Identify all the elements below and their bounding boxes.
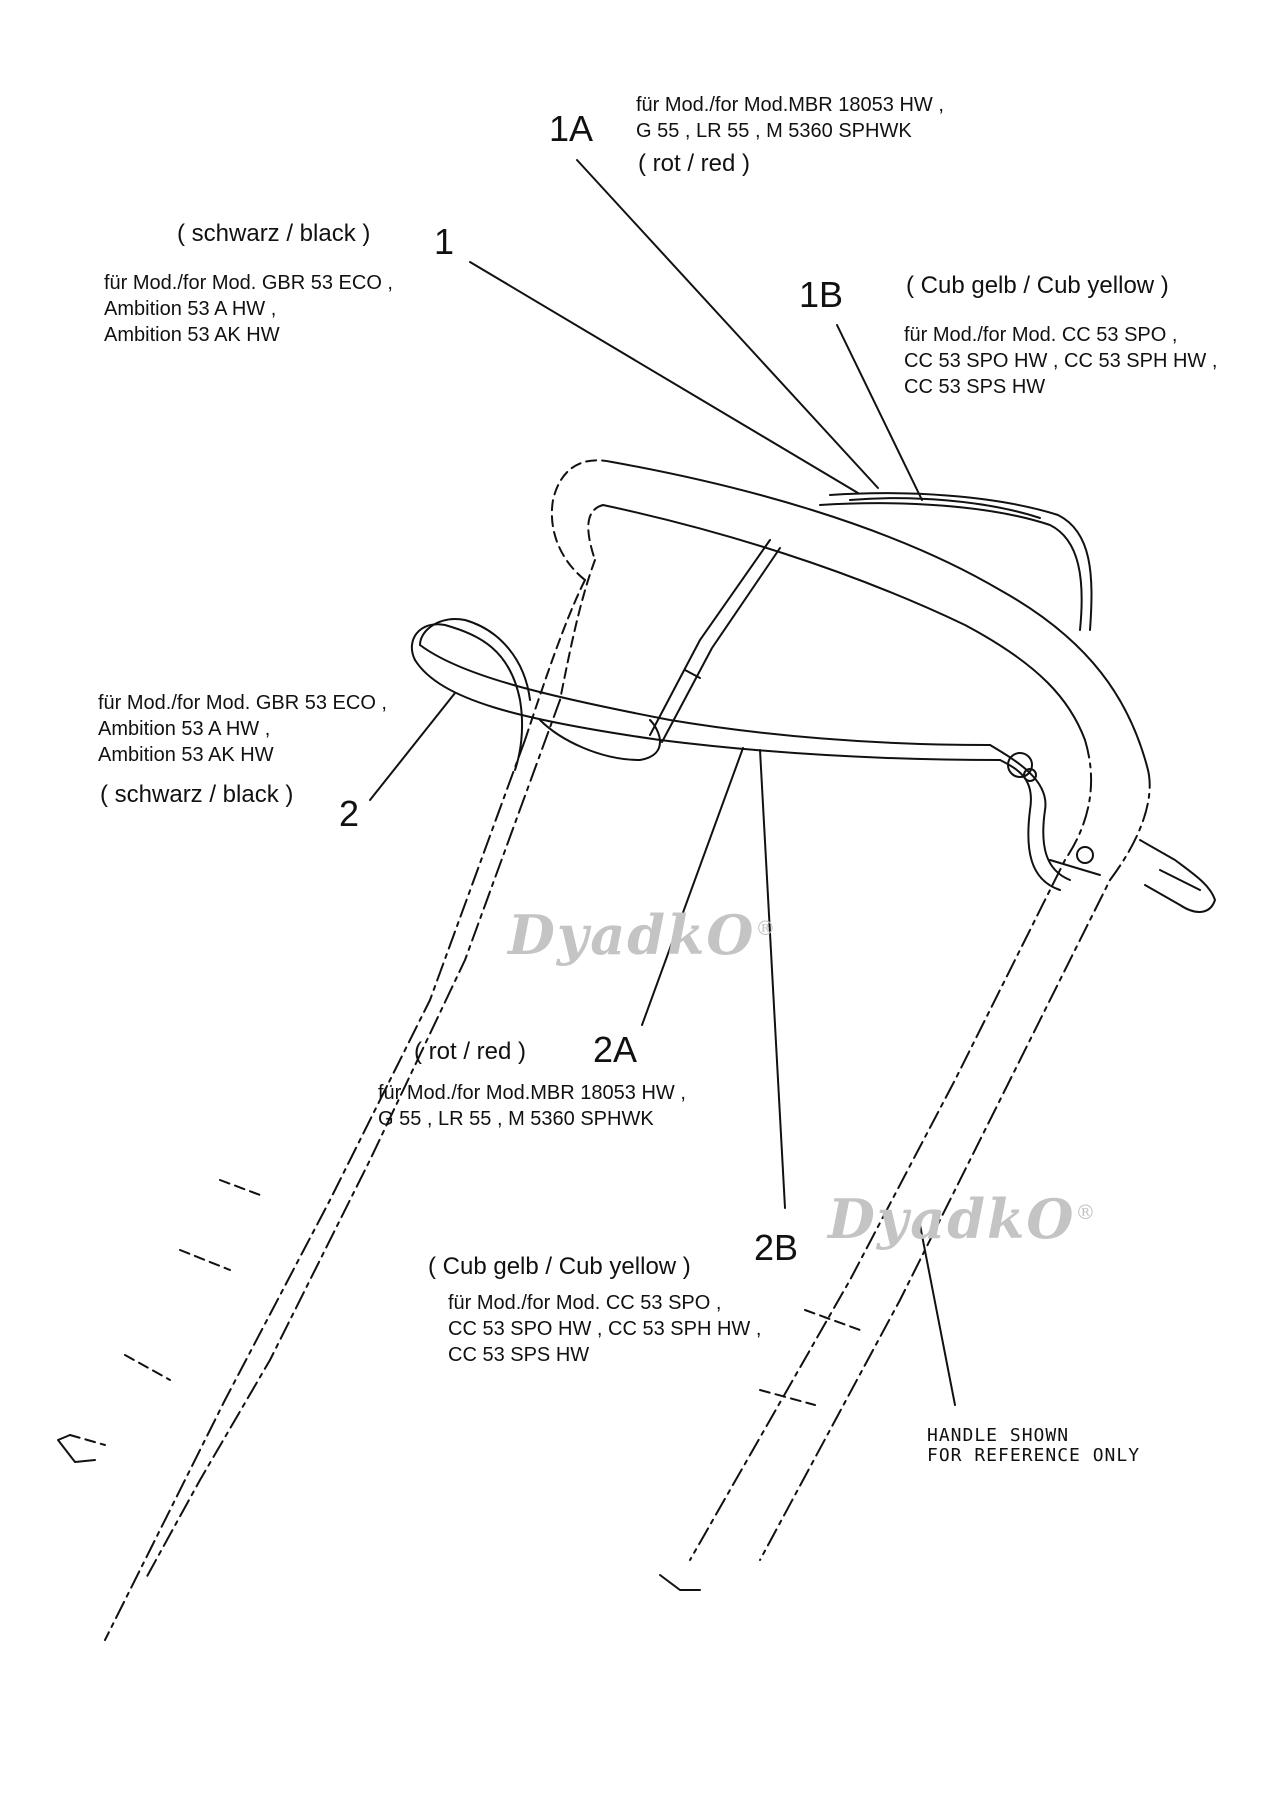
lower-bar-front [414, 659, 1001, 761]
reference-note: HANDLE SHOWN FOR REFERENCE ONLY [927, 1426, 1140, 1466]
part-number-2B: 2B [754, 1227, 799, 1268]
left-tube-inner [144, 699, 561, 1581]
watermark-logo: DyadkO® [508, 903, 777, 967]
part-2-color: ( schwarz / black ) [100, 781, 294, 808]
top-bar-back-edge [611, 461, 1149, 771]
part-1A-model-line: für Mod./for Mod.MBR 18053 HW , [636, 94, 944, 116]
reference-note-line: FOR REFERENCE ONLY [927, 1445, 1141, 1466]
part-2A-models: für Mod./for Mod.MBR 18053 HW , G 55 , L… [378, 1080, 686, 1132]
leader-2 [369, 692, 456, 801]
lower-bar-left-loop [410, 623, 524, 771]
part-2B-model-line: CC 53 SPO HW , CC 53 SPH HW , [448, 1318, 762, 1340]
part-1-model-line: für Mod./for Mod. GBR 53 ECO , [104, 272, 393, 294]
part-1B-color: ( Cub gelb / Cub yellow ) [906, 272, 1169, 299]
right-tube-inner [689, 739, 1093, 1561]
registered-mark: ® [755, 916, 778, 940]
right-bracket [1139, 839, 1216, 913]
part-2B-model-line: für Mod./for Mod. CC 53 SPO , [448, 1292, 722, 1314]
part-1-model-line: Ambition 53 A HW , [104, 298, 277, 320]
registered-mark: ® [1075, 1200, 1098, 1224]
part-2-models: für Mod./for Mod. GBR 53 ECO , Ambition … [98, 690, 387, 768]
part-2B-models: für Mod./for Mod. CC 53 SPO , CC 53 SPO … [448, 1290, 761, 1368]
part-number-2A: 2A [593, 1029, 638, 1070]
top-bar-grip [819, 502, 1083, 631]
left-strut [649, 539, 771, 736]
part-number-1B: 1B [799, 274, 844, 315]
part-number-2: 2 [339, 793, 360, 834]
part-2-model-line: Ambition 53 A HW , [98, 718, 271, 740]
watermark-text: DyadkO [508, 903, 756, 967]
top-bar-left-bend [551, 459, 613, 581]
watermark-text: DyadkO [828, 1187, 1076, 1251]
part-2B-model-line: CC 53 SPS HW [448, 1344, 590, 1366]
leader-1 [469, 261, 859, 494]
top-bar-front-edge [602, 504, 1086, 741]
part-number-1: 1 [434, 221, 455, 262]
left-tube-outer [104, 739, 526, 1641]
leader-1B [836, 324, 923, 501]
right-tube-outer [759, 769, 1151, 1561]
part-2-model-line: Ambition 53 AK HW [98, 744, 274, 766]
part-1A-model-line: G 55 , LR 55 , M 5360 SPHWK [636, 120, 912, 142]
part-1B-models: für Mod./for Mod. CC 53 SPO , CC 53 SPO … [904, 322, 1217, 400]
part-2B-color: ( Cub gelb / Cub yellow ) [428, 1253, 691, 1280]
part-2A-color: ( rot / red ) [414, 1038, 527, 1065]
part-1A-color: ( rot / red ) [638, 150, 751, 177]
part-1-color: ( schwarz / black ) [177, 220, 371, 247]
leader-2B [759, 749, 786, 1209]
leader-2A [641, 747, 744, 1026]
lower-bar-back [419, 644, 991, 746]
part-2A-model-line: G 55 , LR 55 , M 5360 SPHWK [378, 1108, 654, 1130]
part-1A-models: für Mod./for Mod.MBR 18053 HW , G 55 , L… [636, 92, 944, 144]
part-number-1A: 1A [549, 108, 594, 149]
part-1-model-line: Ambition 53 AK HW [104, 324, 280, 346]
part-1B-model-line: CC 53 SPS HW [904, 376, 1046, 398]
leader-1A [576, 159, 879, 489]
part-1B-model-line: CC 53 SPO HW , CC 53 SPH HW , [904, 350, 1218, 372]
part-1B-model-line: für Mod./for Mod. CC 53 SPO , [904, 324, 1178, 346]
part-1-models: für Mod./for Mod. GBR 53 ECO , Ambition … [104, 270, 393, 348]
part-2-model-line: für Mod./for Mod. GBR 53 ECO , [98, 692, 387, 714]
reference-note-line: HANDLE SHOWN [927, 1425, 1070, 1446]
watermark-logo: DyadkO® [828, 1187, 1097, 1251]
lower-bar-fitting [1007, 752, 1033, 778]
leader-ref [919, 1224, 956, 1406]
part-2A-model-line: für Mod./for Mod.MBR 18053 HW , [378, 1082, 686, 1104]
